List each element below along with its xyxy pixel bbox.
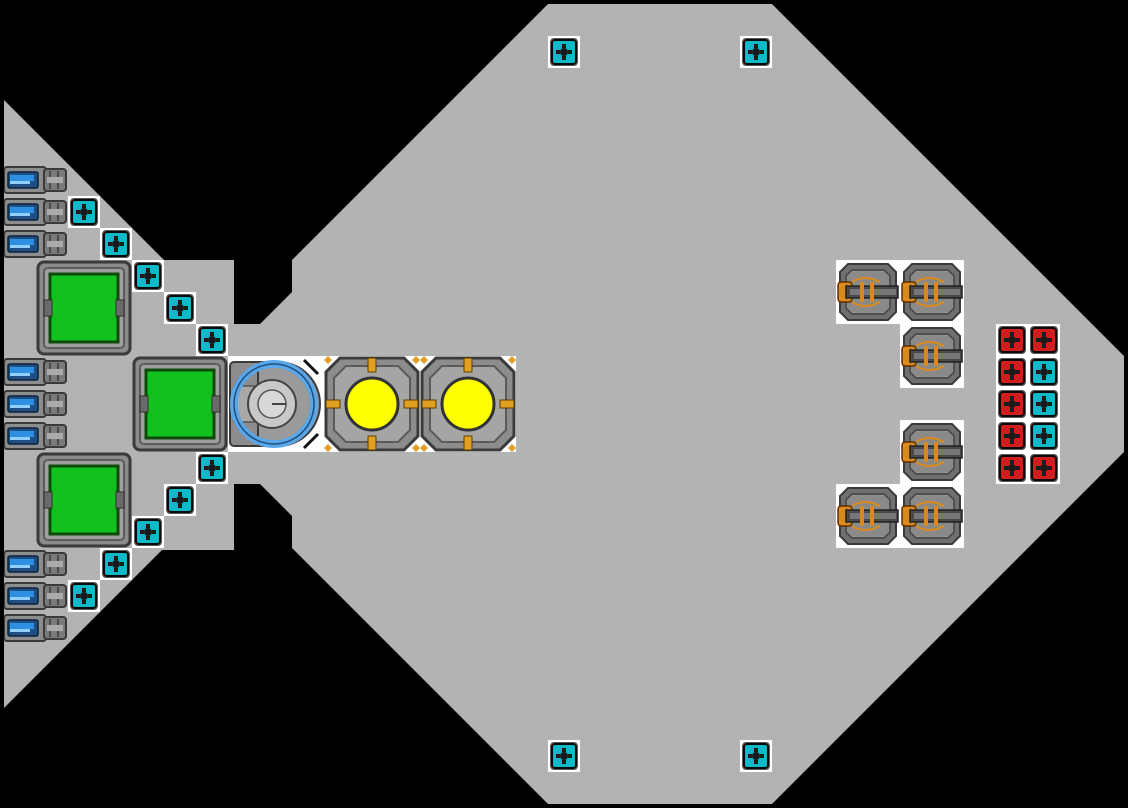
turret-icon [901,327,963,385]
thruster-7[interactable] [3,550,68,578]
cyan-node-8[interactable] [164,292,196,324]
red-node-icon [996,324,1028,356]
red-node-5[interactable] [996,420,1028,452]
cyan-node-16[interactable] [1028,388,1060,420]
turret-icon [901,263,963,321]
red-node-icon [996,388,1028,420]
cyan-node-3[interactable] [548,740,580,772]
red-node-icon [996,420,1028,452]
cyan-node-icon [164,292,196,324]
turret-4[interactable] [900,420,964,484]
thruster-icon [3,390,67,418]
red-node-icon [996,452,1028,484]
yellow-reactor-2[interactable] [420,356,516,452]
cyan-node-icon [100,548,132,580]
thruster-2[interactable] [3,198,68,226]
thruster-icon [3,614,67,642]
cyan-node-10[interactable] [196,452,228,484]
yellow-reactor-icon [324,356,420,452]
thruster-icon [3,550,67,578]
cyan-node-icon [740,740,772,772]
cyan-node-icon [132,516,164,548]
red-node-icon [1028,324,1060,356]
thruster-1[interactable] [3,166,68,194]
green-pod-icon [36,260,132,356]
cockpit[interactable] [228,356,324,452]
thruster-icon [3,230,67,258]
cyan-node-1[interactable] [548,36,580,68]
turret-6[interactable] [900,484,964,548]
yellow-reactor-icon [420,356,516,452]
turret-icon [901,487,963,545]
red-node-4[interactable] [996,388,1028,420]
red-node-2[interactable] [1028,324,1060,356]
main-hull [228,4,1124,804]
turret-icon [837,263,899,321]
green-pod-1[interactable] [36,260,132,356]
cyan-node-14[interactable] [68,580,100,612]
turret-icon [901,423,963,481]
cyan-node-icon [196,324,228,356]
turret-1[interactable] [836,260,900,324]
cyan-node-17[interactable] [1028,420,1060,452]
red-node-6[interactable] [996,452,1028,484]
cyan-node-icon [68,580,100,612]
red-node-icon [1028,452,1060,484]
cyan-node-11[interactable] [164,484,196,516]
thruster-icon [3,166,67,194]
cyan-node-13[interactable] [100,548,132,580]
cyan-node-15[interactable] [1028,356,1060,388]
cyan-node-icon [740,36,772,68]
green-pod-icon [36,452,132,548]
turret-3[interactable] [900,324,964,388]
turret-2[interactable] [900,260,964,324]
turret-icon [837,487,899,545]
thruster-9[interactable] [3,614,68,642]
cyan-node-5[interactable] [68,196,100,228]
cyan-node-9[interactable] [196,324,228,356]
thruster-3[interactable] [3,230,68,258]
red-node-7[interactable] [1028,452,1060,484]
thruster-5[interactable] [3,390,68,418]
cyan-node-icon [1028,388,1060,420]
thruster-6[interactable] [3,422,68,450]
cyan-node-icon [68,196,100,228]
thruster-icon [3,422,67,450]
cyan-node-7[interactable] [132,260,164,292]
cockpit-icon [229,358,321,450]
red-node-1[interactable] [996,324,1028,356]
cyan-node-icon [100,228,132,260]
thruster-4[interactable] [3,358,68,386]
cyan-node-2[interactable] [740,36,772,68]
green-pod-icon [132,356,228,452]
cyan-node-icon [548,36,580,68]
thruster-8[interactable] [3,582,68,610]
cyan-node-icon [1028,356,1060,388]
green-pod-3[interactable] [36,452,132,548]
thruster-icon [3,198,67,226]
cyan-node-6[interactable] [100,228,132,260]
red-node-icon [996,356,1028,388]
red-node-3[interactable] [996,356,1028,388]
green-pod-2[interactable] [132,356,228,452]
cyan-node-12[interactable] [132,516,164,548]
cyan-node-icon [164,484,196,516]
thruster-icon [3,582,67,610]
cyan-node-4[interactable] [740,740,772,772]
cyan-node-icon [132,260,164,292]
yellow-reactor-1[interactable] [324,356,420,452]
turret-5[interactable] [836,484,900,548]
cyan-node-icon [548,740,580,772]
cyan-node-icon [196,452,228,484]
cyan-node-icon [1028,420,1060,452]
thruster-icon [3,358,67,386]
